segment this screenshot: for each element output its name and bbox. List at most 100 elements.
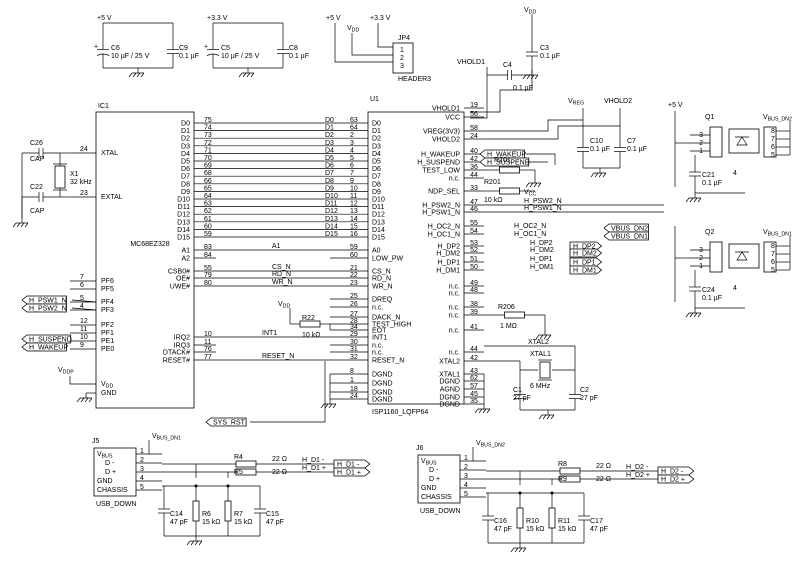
u1-pin-label: D10	[372, 197, 385, 204]
data-bus-label: D5	[325, 155, 334, 162]
vbus-label: VBUS_DN1	[152, 433, 181, 442]
res-ref: R9	[558, 476, 567, 483]
ic1-pin-num: 73	[204, 132, 212, 139]
net-label: H_DM1	[530, 264, 554, 271]
jp4-wire	[334, 23, 393, 63]
ic1-pin-num: 74	[204, 125, 212, 132]
q-tab: 4	[733, 285, 737, 292]
vreg-wire	[484, 119, 583, 132]
ic1-pin-num: 59	[204, 231, 212, 238]
shunt-value: 15 kΩ	[202, 519, 220, 526]
shunt-value: 47 pF	[170, 519, 188, 526]
net-label: H_OC1_N	[514, 231, 546, 238]
xtal-ref: XTAL1	[530, 351, 551, 358]
shunt-value: 47 pF	[494, 526, 512, 533]
u1-pin-num: 49	[470, 280, 478, 287]
net-label: H_D1 -	[302, 457, 325, 464]
ic1-pin-num: 5	[80, 295, 84, 302]
ic1-pin-label: OE#	[176, 276, 190, 283]
h-wakeup-flag-label: H_WAKEUP	[487, 152, 526, 159]
res-ref: R4	[234, 454, 243, 461]
data-bus-label: D8	[325, 178, 334, 185]
vcc-wire	[470, 70, 533, 113]
u1-pin-num: 7	[350, 170, 354, 177]
wire	[71, 299, 97, 303]
usb-pin-label: D +	[105, 469, 116, 476]
ic1-pin-num: 23	[80, 190, 88, 197]
ic1-pin-num: 68	[204, 170, 212, 177]
u1-pin-num: 44	[470, 172, 478, 179]
q-pin: 2	[699, 140, 703, 147]
u1-pin-label: RD_N	[372, 276, 391, 283]
jp4-part: HEADER3	[398, 76, 431, 83]
ic1-pin-num: 66	[204, 178, 212, 185]
usb-ref: J5	[92, 438, 100, 445]
cap-value: 0.1 µF	[540, 53, 560, 60]
u1-pin-num: 28	[350, 318, 358, 325]
data-bus-label: D10	[325, 193, 338, 200]
net-label: H_OC2_N	[514, 223, 546, 230]
ic1-pin-label: D0	[181, 121, 190, 128]
dp-dm-flag-label: H_DP2	[573, 244, 596, 251]
u1-pin-label: D2	[372, 136, 381, 143]
u1-pin-label: DGND	[372, 390, 393, 397]
u1-pin-label: n.c.	[372, 305, 383, 312]
res-value: 10 kΩ	[302, 332, 320, 339]
ic1-pin-label: D8	[181, 181, 190, 188]
x1-ref: X1	[70, 171, 79, 178]
u1-pin-label: n.c.	[372, 350, 383, 357]
u1-pin-label: D4	[372, 151, 381, 158]
ic1-pin-label: PF4	[101, 299, 114, 306]
usb-pin-num: 1	[140, 448, 144, 455]
resistor-body	[224, 500, 232, 522]
junction-dot	[518, 491, 522, 495]
shunt-value: 47 pF	[590, 526, 608, 533]
u1-pin-num: 6	[350, 163, 354, 170]
u1-pin-label: n.c.	[449, 350, 460, 357]
shunt-ref: R10	[526, 518, 539, 525]
ic1-pin-num: 77	[204, 354, 212, 361]
u1-pin-num: 42	[470, 156, 478, 163]
u1-pin-num: 54	[470, 228, 478, 235]
cap-ref: C4	[503, 62, 512, 69]
vbus-flag	[603, 223, 649, 233]
vbus-flag	[603, 231, 649, 241]
res-ref: R201	[484, 179, 501, 186]
usb-pin-label: D -	[105, 460, 115, 467]
usb-name: USB_DOWN	[96, 501, 136, 508]
u1-pin-num: 47	[470, 199, 478, 206]
net-label: H_DP1	[530, 256, 553, 263]
u1-pin-num: 58	[470, 125, 478, 132]
usb-net-flag	[333, 459, 371, 469]
u1-pin-num: 55	[470, 220, 478, 227]
u1-pin-num: 29	[350, 331, 358, 338]
u1-pin-label: DGND	[439, 395, 460, 402]
q-out-label: VBUS_DN1	[763, 229, 792, 238]
u1-pin-label: NDP_SEL	[428, 189, 460, 196]
ic1-pin-label: D15	[177, 235, 190, 242]
vbus-flag-label: VBUS_DN1	[611, 234, 648, 241]
data-bus-label: D11	[325, 201, 337, 208]
cap-value: 0.1 µF	[702, 295, 722, 302]
ic1-pin-num: 12	[80, 318, 88, 325]
ic1-pin-label: PF6	[101, 278, 114, 285]
ic1-pin-label: CSB0#	[168, 269, 190, 276]
vdd-label: VDD	[278, 301, 290, 310]
data-bus-label: D2	[325, 132, 334, 139]
pf-flag-label: H_PSW1_N	[29, 298, 67, 305]
dp-dm-flag	[569, 257, 603, 267]
res-ref: R206	[498, 304, 515, 311]
ic1-pin-num: 69	[204, 163, 212, 170]
ground-icon	[590, 172, 607, 178]
u1-pin-num: 34	[350, 324, 358, 331]
u1-pin-label: VHOLD2	[432, 137, 460, 144]
u1-pin-num: 50	[470, 264, 478, 271]
data-bus-label: D3	[325, 140, 334, 147]
u1-pin-label: AGND	[440, 387, 460, 394]
ic1-pin-num: 9	[80, 342, 84, 349]
crystal-6mhz	[539, 361, 551, 379]
u1-pin-label: D12	[372, 212, 385, 219]
ic1-pin-label: PF2	[101, 322, 114, 329]
jp4-body	[392, 42, 414, 74]
data-bus-label: D14	[325, 223, 338, 230]
